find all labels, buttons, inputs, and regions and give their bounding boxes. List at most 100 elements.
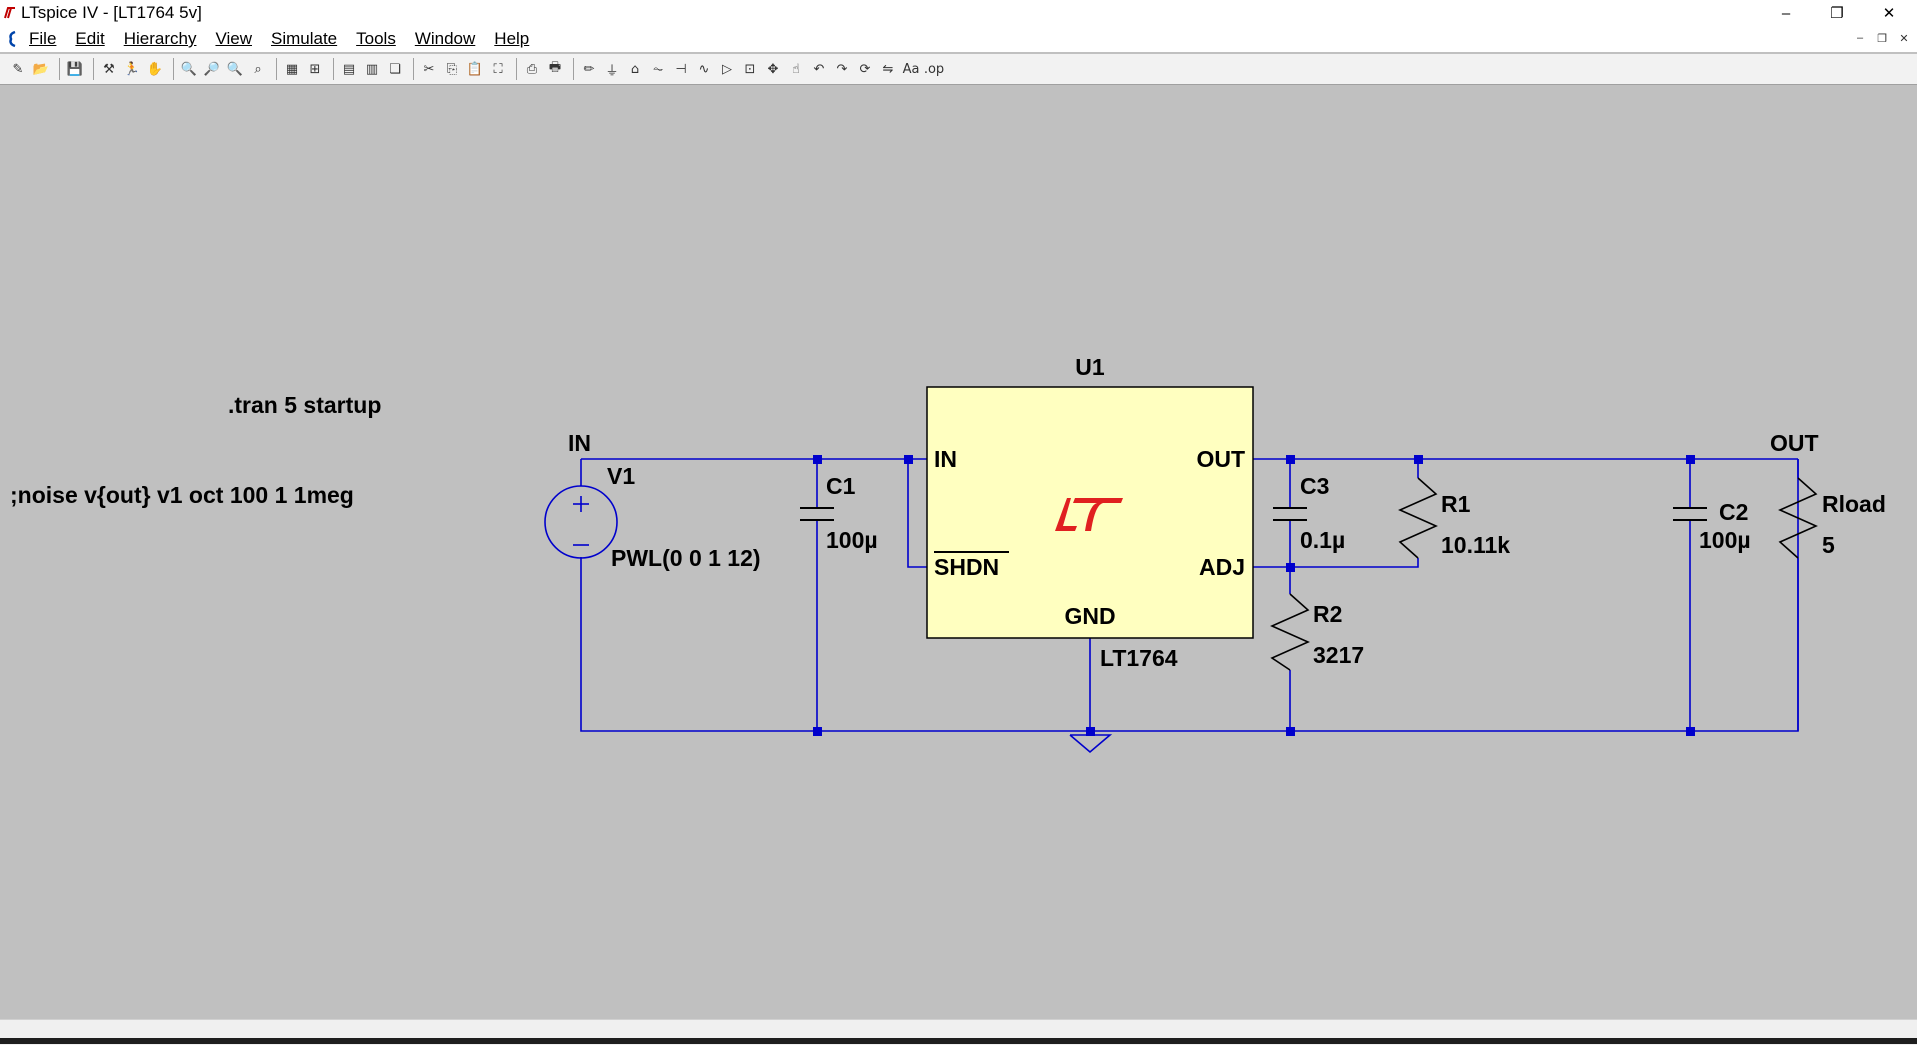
resistor-r2[interactable] [1270,593,1310,671]
ltspice-app-icon[interactable] [3,6,17,20]
rload-value: 5 [1822,532,1835,558]
u1-name: U1 [1075,354,1105,380]
capacitor-c1[interactable] [800,507,834,521]
capacitor-c3[interactable] [1273,507,1307,521]
c3-value: 0.1µ [1300,527,1345,553]
zoom-fit-icon[interactable]: ⌕ [254,61,262,77]
menu-help[interactable]: Help [494,29,529,49]
minimize-button[interactable]: – [1781,4,1791,22]
find-icon[interactable]: ⛶ [493,61,503,77]
u1-pin-adj-label: ADJ [1199,554,1245,580]
menu-view-label: View [215,29,252,48]
voltage-source-v1[interactable] [544,485,618,559]
menu-tools[interactable]: Tools [356,29,396,49]
cascade-icon[interactable]: ❏ [389,61,401,77]
document-minimize-button[interactable]: – [1856,32,1864,44]
spice-directive-icon[interactable]: .op [923,61,945,77]
print-preview-icon[interactable]: ⎙ [526,61,538,77]
u1-pin-out-label: OUT [1196,446,1245,472]
document-window-controls: – ❐ ✕ [1851,30,1913,46]
document-restore-button[interactable]: ❐ [1877,32,1887,45]
r1-value: 10.11k [1441,532,1510,558]
save-icon[interactable]: 💾 [66,61,84,77]
junction-adj [1286,563,1295,572]
redo-icon[interactable]: ↷ [836,61,848,77]
rotate-icon[interactable]: ⟳ [859,61,871,77]
autorange-icon[interactable]: ▦ [285,61,299,77]
wire-adj [1253,558,1419,568]
document-system-menu-icon[interactable] [5,30,19,48]
move-icon[interactable]: ✥ [767,61,779,77]
copy-icon[interactable]: ⎘ [446,61,458,77]
zoom-pan-icon[interactable]: 🔎 [203,61,221,77]
junction-shdn [904,455,913,464]
tile-horizontal-icon[interactable]: ▤ [342,61,356,77]
ground-symbol [1069,734,1113,754]
toolbar-separator [59,58,60,80]
paste-icon[interactable]: 📋 [466,61,484,77]
linear-logo [1055,498,1123,531]
menu-simulate[interactable]: Simulate [271,29,337,49]
resistor-r1[interactable] [1398,477,1438,559]
menu-view[interactable]: View [215,29,252,49]
maximize-button[interactable]: ❐ [1830,5,1844,22]
cut-icon[interactable]: ✂ [423,61,435,77]
junctions [813,455,1695,736]
menu-tools-label: Tools [356,29,396,48]
run-icon[interactable]: 🏃 [123,61,141,77]
c2-value: 100µ [1699,527,1751,553]
zoom-out-icon[interactable]: 🔍 [226,61,244,77]
u1-pin-gnd-label: GND [1064,603,1115,629]
menu-file[interactable]: File [29,29,56,49]
drag-icon[interactable]: ☝ [792,61,800,77]
menu-hierarchy[interactable]: Hierarchy [124,29,197,49]
schematic-canvas[interactable]: IN SHDN OUT ADJ GND U1 LT1764 IN OUT V1 … [0,85,1917,1019]
menu-edit[interactable]: Edit [75,29,104,49]
toolbar-separator [573,58,574,80]
diode-icon[interactable]: ▷ [722,61,732,77]
tile-vertical-icon[interactable]: ▥ [365,61,379,77]
menu-simulate-label: Simulate [271,29,338,48]
u1-pin-shdn-label: SHDN [934,554,999,580]
toolbar-separator [276,58,277,80]
control-panel-icon[interactable]: ⚒ [103,61,115,77]
new-schematic-icon[interactable]: ✎ [12,61,24,77]
menu-window[interactable]: Window [415,29,475,49]
r2-value: 3217 [1313,642,1364,668]
resistor-rload[interactable] [1778,477,1818,559]
spice-directive-tran: .tran 5 startup [228,392,381,418]
undo-icon[interactable]: ↶ [813,61,825,77]
menu-bar: File Edit Hierarchy View Simulate Tools … [0,26,1917,52]
zoom-in-icon[interactable]: 🔍 [180,61,198,77]
toolbar-separator [413,58,414,80]
capacitor-c2[interactable] [1673,507,1707,521]
rload-name: Rload [1822,491,1886,517]
capacitor-icon[interactable]: ⊣ [675,61,687,77]
document-close-button[interactable]: ✕ [1899,32,1909,45]
open-icon[interactable]: 📂 [32,61,50,77]
c2-name: C2 [1719,499,1748,525]
u1-part: LT1764 [1100,645,1178,671]
close-button[interactable]: ✕ [1882,5,1896,22]
junction-c1-top [813,455,822,464]
toolbar: ✎ 📂 💾 ⚒ 🏃 ✋ 🔍 🔎 🔍 ⌕ ▦ ⊞ ▤ ▥ ❏ ✂ ⎘ 📋 ⛶ ⎙ 🖶 ✏ ⏚ ⌂ ⏦ ⊣ ∿ ▷ ⊡ ✥ ☝ ↶ ↷ ⟳ ⇋ Aa.op [0,54,1917,85]
print-icon[interactable]: 🖶 [548,60,562,75]
resistor-icon[interactable]: ⏦ [652,61,664,77]
grid-icon[interactable]: ⊞ [309,61,321,77]
halt-icon[interactable]: ✋ [146,61,164,77]
taskbar-edge [0,1038,1917,1044]
wires [580,458,1799,732]
menu-hierarchy-label: Hierarchy [123,29,197,48]
r1-name: R1 [1441,491,1471,517]
component-icon[interactable]: ⊡ [744,61,756,77]
mirror-icon[interactable]: ⇋ [882,61,894,77]
ground-icon[interactable]: ⏚ [605,63,619,79]
inductor-icon[interactable]: ∿ [698,61,710,77]
text-icon[interactable]: Aa [902,61,920,77]
v1-name: V1 [607,463,635,489]
u1-pin-in-label: IN [934,446,957,472]
c1-name: C1 [826,473,856,499]
label-net-icon[interactable]: ⌂ [630,61,640,77]
junction-gnd-c1 [813,727,822,736]
wire-icon[interactable]: ✏ [583,61,595,77]
